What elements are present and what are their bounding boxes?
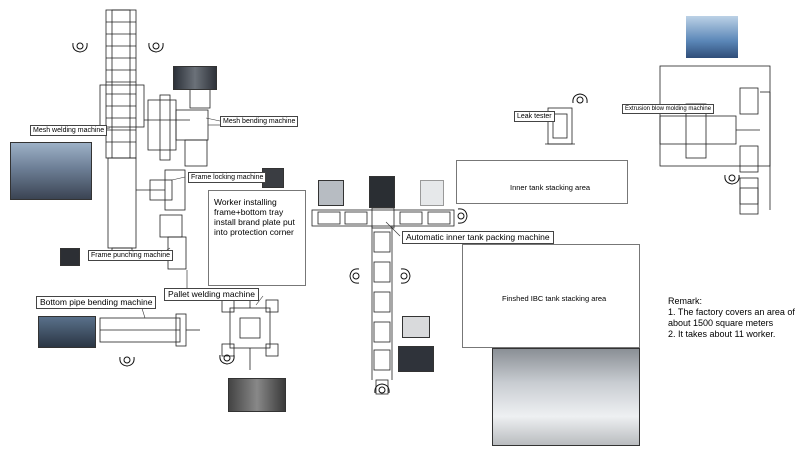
- bottom-pipe-bending-label: Bottom pipe bending machine: [36, 296, 157, 309]
- remark-title: Remark:: [668, 296, 703, 306]
- worker-note-line: install brand plate put: [214, 217, 295, 227]
- ibc-tank-photo: [420, 180, 444, 206]
- remark-block: Remark: 1. The factory covers an area of…: [668, 296, 795, 340]
- worker-icon: [572, 93, 588, 104]
- mesh-bending-block: [144, 87, 211, 167]
- leak-tester-drawing: [545, 107, 575, 145]
- worker-icon: [148, 42, 164, 53]
- frame-punching-photo: [60, 248, 80, 266]
- worker-icon: [400, 268, 411, 284]
- warehouse-photo: [492, 348, 640, 446]
- blow-molding-label: Extrusion blow molding machine: [622, 104, 715, 114]
- finished-ibc-stacking-label: Finshed IBC tank stacking area: [502, 294, 607, 303]
- inner-tank-stacking-label: Inner tank stacking area: [510, 183, 591, 192]
- remark-line: 2. It takes about 11 worker.: [668, 329, 776, 339]
- worker-note-text: Worker installing frame+bottom tray inst…: [214, 197, 295, 237]
- inner-tank-stacking-box: [456, 160, 628, 204]
- mesh-bending-label: Mesh bending machine: [220, 116, 299, 127]
- mesh-welding-label: Mesh welding machine: [30, 125, 108, 136]
- ibc-line-photo: [398, 346, 434, 372]
- worker-icons: [72, 42, 740, 394]
- finished-conveyor: [371, 226, 393, 395]
- ibc-cage-photo: [402, 316, 430, 338]
- blow-molding-photo: [686, 16, 738, 58]
- frame-locking-label: Frame locking machine: [188, 172, 267, 183]
- packing-machine-photo: [369, 176, 395, 208]
- worker-note-box: [208, 190, 306, 286]
- worker-note-line: Worker installing: [214, 197, 277, 207]
- automatic-packing-label: Automatic inner tank packing machine: [402, 231, 554, 244]
- mesh-welding-photo: [10, 142, 92, 200]
- bottom-pipe-photo: [38, 316, 96, 348]
- worker-icon: [219, 354, 235, 365]
- remark-line: about 1500 square meters: [668, 318, 774, 328]
- packing-conveyor: [311, 207, 455, 229]
- worker-icon: [119, 356, 135, 367]
- mesh-bending-photo: [173, 66, 217, 90]
- blow-molding-drawing: [659, 65, 771, 215]
- leak-tester-label: Leak tester: [514, 111, 555, 122]
- worker-icon: [349, 268, 360, 284]
- finished-ibc-stacking-box: [462, 244, 640, 348]
- worker-note-line: into protection corner: [214, 227, 294, 237]
- pallet-welding-photo: [228, 378, 286, 412]
- worker-icon: [724, 174, 740, 185]
- pallet-welding-cluster: [221, 290, 279, 370]
- worker-icon: [374, 383, 390, 394]
- inner-tank-photo: [318, 180, 344, 206]
- worker-icon: [457, 208, 468, 224]
- bottom-pipe-bending-line: [99, 313, 200, 347]
- remark-line: 1. The factory covers an area of: [668, 307, 795, 317]
- frame-punching-label: Frame punching machine: [88, 250, 173, 261]
- worker-note-line: frame+bottom tray: [214, 207, 284, 217]
- worker-icon: [72, 42, 88, 53]
- pallet-welding-label: Pallet welding machine: [164, 288, 259, 301]
